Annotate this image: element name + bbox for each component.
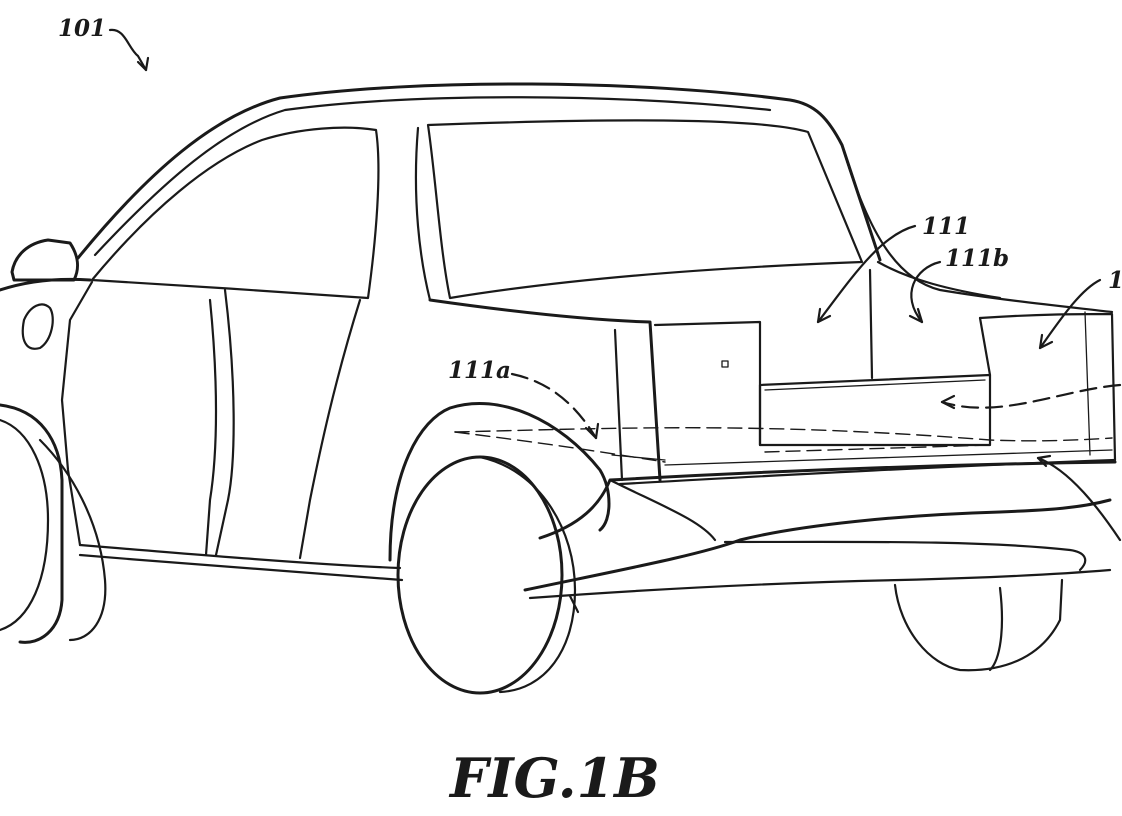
truck-drawing bbox=[0, 28, 1122, 695]
label-edge-right: 1 bbox=[1108, 267, 1122, 294]
label-vehicle: 101 bbox=[58, 15, 106, 42]
label-storage-b: 111b bbox=[945, 245, 1009, 272]
figure-caption: FIG.1B bbox=[448, 746, 660, 810]
label-storage: 111 bbox=[922, 213, 970, 240]
label-storage-a: 111a bbox=[448, 357, 511, 384]
